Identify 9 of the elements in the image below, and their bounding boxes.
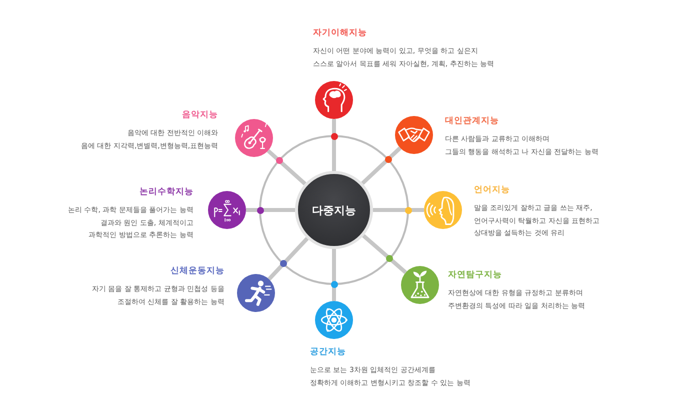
heading: 논리수학지능 (139, 186, 194, 199)
heading: 자연탐구지능 (448, 269, 502, 282)
heading: 공간지능 (310, 346, 346, 359)
heading: 대인관계지능 (445, 115, 499, 128)
heading: 언어지능 (474, 184, 510, 197)
heading: 음악지능 (182, 109, 218, 122)
heading: 신체운동지능 (170, 265, 224, 278)
hub-circle: 다중지능 (295, 171, 373, 249)
heading: 자기이해지능 (313, 27, 367, 40)
